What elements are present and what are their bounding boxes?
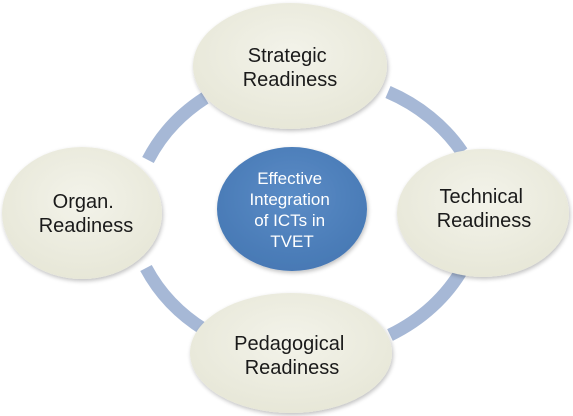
node-organ-label: Organ. Readiness xyxy=(39,191,134,237)
connector-strategic-technical xyxy=(385,86,468,156)
node-technical-label: Technical Readiness xyxy=(437,186,532,232)
connector-pedagogical-organ xyxy=(140,264,209,336)
node-pedagogical-label: Pedagogical Readiness xyxy=(234,333,350,379)
connector-organ-strategic xyxy=(142,92,209,164)
node-center-label: Effective Integration of ICTs in TVET xyxy=(249,169,334,251)
node-strategic-readiness: Strategic Readiness xyxy=(193,3,387,129)
node-organ-shape xyxy=(2,147,162,279)
node-organ-readiness: Organ. Readiness xyxy=(2,147,162,279)
node-strategic-label: Strategic Readiness xyxy=(243,45,338,91)
node-pedagogical-readiness: Pedagogical Readiness xyxy=(190,293,392,413)
node-pedagogical-shape xyxy=(190,293,392,413)
node-technical-readiness: Technical Readiness xyxy=(397,149,569,277)
node-center-shape xyxy=(217,147,367,271)
cycle-connectors xyxy=(140,86,469,341)
node-center-effective-integration: Effective Integration of ICTs in TVET xyxy=(217,147,367,271)
connector-technical-pedagogical xyxy=(387,264,469,341)
node-strategic-shape xyxy=(193,3,387,129)
node-technical-shape xyxy=(397,149,569,277)
